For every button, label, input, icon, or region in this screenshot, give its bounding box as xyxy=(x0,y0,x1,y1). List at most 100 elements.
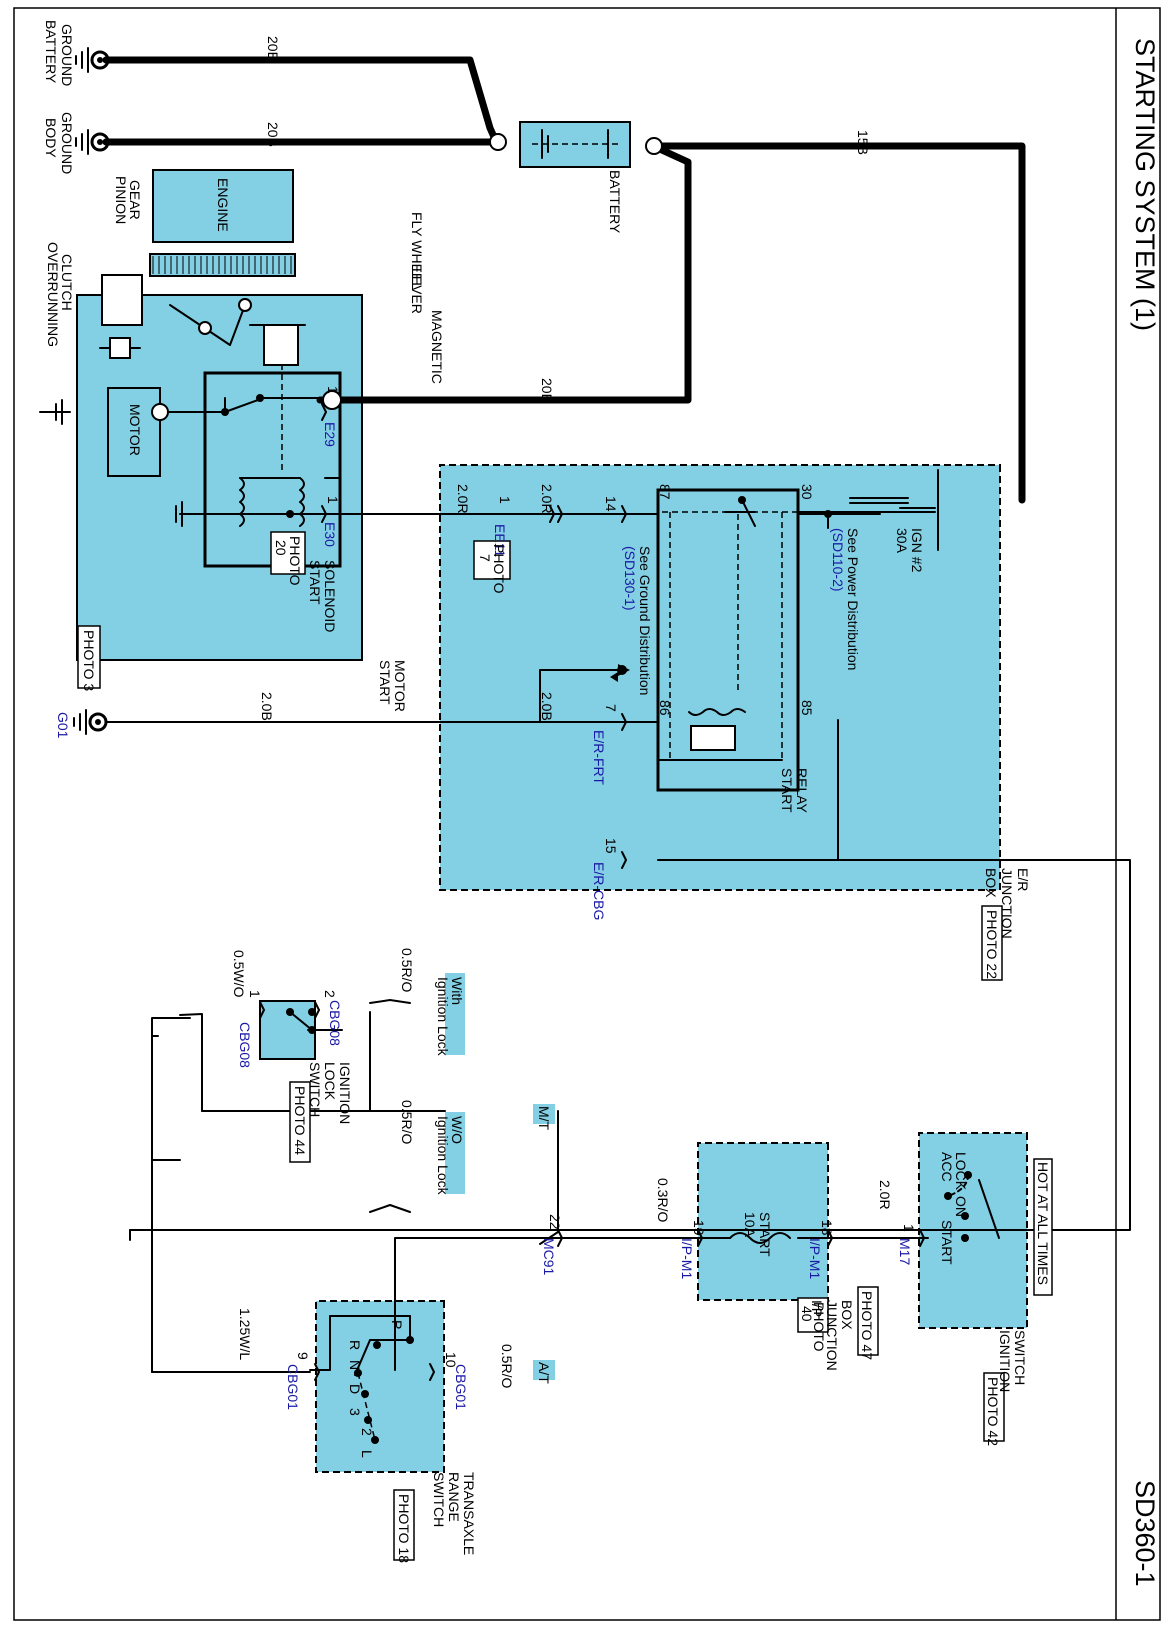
ip-pin-18: 18 xyxy=(819,1220,835,1236)
lock-pin-1: 1 xyxy=(247,990,263,998)
cbg08-a: CBG08 xyxy=(327,1000,343,1046)
wire-125wl: 1.25W/L xyxy=(237,1308,253,1360)
ground-dist-note: See Ground Distribution xyxy=(637,546,653,695)
ee11-photo-2: 7 xyxy=(477,554,493,562)
er-box-photo: PHOTO 22 xyxy=(984,910,1000,979)
ign-pos-on: ON xyxy=(953,1196,969,1217)
ground-symbols xyxy=(39,47,206,735)
battery-ground-label-2: GROUND xyxy=(59,24,75,86)
battery-cables xyxy=(102,56,1026,504)
er-frt-label: E/R-FRT xyxy=(591,730,607,785)
wire-05ro-b: 0.5R/O xyxy=(399,1100,415,1144)
ip-box-label-2: JUNCTION xyxy=(824,1300,840,1371)
er-pin-7: 7 xyxy=(603,704,619,712)
ip-m1-a: I/P-M1 xyxy=(807,1238,823,1279)
option-wo-2: Ignition Lock xyxy=(435,1116,451,1196)
transaxle-label-1: TRANSAXLE xyxy=(461,1472,477,1555)
e30-pin: 1 xyxy=(325,496,341,504)
transaxle-label-2: RANGE xyxy=(446,1472,462,1522)
lock-switch-label-3: SWITCH xyxy=(307,1062,323,1117)
e30-label: E30 xyxy=(322,522,338,547)
power-dist-ref: (SD110-2) xyxy=(830,528,846,592)
relay-pin-86: 86 xyxy=(657,700,673,716)
gear-n: N xyxy=(347,1360,363,1370)
er-pin-15: 15 xyxy=(603,838,619,854)
start-motor-label-2: MOTOR xyxy=(392,660,408,712)
ign2-fuse-amps: 30A xyxy=(894,528,910,554)
overrunning-label-1: OVERRUNNING xyxy=(45,242,61,347)
wire-15b: 15B xyxy=(855,130,871,155)
er-box-label-3: BOX xyxy=(983,868,999,898)
relay-pin-30: 30 xyxy=(799,484,815,500)
ip-m1-b: I/P-M1 xyxy=(679,1238,695,1279)
wire-20b-g01: 2.0B xyxy=(259,692,275,721)
ign-pos-lock: LOCK xyxy=(953,1152,969,1191)
battery-label: BATTERY xyxy=(607,170,623,234)
lock-switch-photo: PHOTO 44 xyxy=(292,1086,308,1155)
transaxle-switch-internals xyxy=(309,1315,414,1444)
wire-03ro: 0.3R/O xyxy=(655,1178,671,1222)
photo-tags xyxy=(77,531,1053,1561)
wire-20b-erfrt: 2.0B xyxy=(539,692,555,721)
er-junction-box xyxy=(439,464,1001,891)
start-solenoid-photo-1: PHOTO xyxy=(287,536,303,586)
flywheel-label: FLY WHEEL xyxy=(409,212,425,290)
ign-pos-acc: ACC xyxy=(939,1152,955,1182)
mc91-pin: 22 xyxy=(547,1214,563,1230)
lock-pin-2: 2 xyxy=(322,990,338,998)
ip-box-label-3: BOX xyxy=(839,1300,855,1330)
option-with-2: Ignition Lock xyxy=(435,977,451,1057)
ip-box-photo-2: 40 xyxy=(799,1306,815,1322)
transaxle-photo: PHOTO 18 xyxy=(396,1494,412,1563)
ignition-switch-label-2: SWITCH xyxy=(1012,1330,1028,1385)
gear-d: D xyxy=(347,1384,363,1394)
wire-20b-batt-gnd: 20B xyxy=(265,36,281,61)
wire-20r-a: 2.0R xyxy=(455,484,471,514)
transaxle-label-3: SWITCH xyxy=(431,1472,447,1527)
wire-20r-ign: 2.0R xyxy=(877,1180,893,1210)
ee11-pin: 1 xyxy=(497,496,513,504)
transaxle-switch-block xyxy=(315,1300,445,1473)
pinion-gear-label-2: GEAR xyxy=(127,180,143,220)
e29-pin: 1 xyxy=(325,386,341,394)
option-wo-1: W/O xyxy=(449,1116,465,1144)
ground-dist-ref: (SD130-1) xyxy=(622,546,638,611)
ignition-switch-photo: PHOTO 42 xyxy=(985,1377,1001,1446)
trans-pin-9: 9 xyxy=(295,1352,311,1360)
thin-wiring xyxy=(105,513,1131,1373)
wire-05ro-a: 0.5R/O xyxy=(399,948,415,992)
gear-3: 3 xyxy=(347,1408,363,1416)
lock-switch-label-1: IGNITION xyxy=(337,1062,353,1124)
start-motor-photo: PHOTO 3 xyxy=(81,630,97,691)
trans-pin-10: 10 xyxy=(443,1352,459,1368)
ee11-photo-1: PHOTO xyxy=(491,544,507,594)
gear-l: L xyxy=(359,1450,375,1458)
cbg01-b: CBG01 xyxy=(285,1364,301,1410)
wire-20b-body-gnd: 20B xyxy=(265,122,281,147)
engine-block: ENGINE xyxy=(149,169,296,277)
e29-label: E29 xyxy=(322,422,338,447)
wire-05wo: 0.5W/O xyxy=(231,950,247,998)
g01-label: G01 xyxy=(55,712,71,739)
gear-2: 2 xyxy=(359,1428,375,1436)
gear-r: R xyxy=(347,1340,363,1350)
wire-05ro-at: 0.5R/O xyxy=(499,1344,515,1388)
start-solenoid-photo-2: 20 xyxy=(273,540,289,556)
option-mt: M/T xyxy=(536,1106,552,1131)
ip-junction-box xyxy=(697,1142,829,1301)
page-title: STARTING SYSTEM (1) xyxy=(1130,38,1160,331)
relay-pin-87: 87 xyxy=(657,484,673,500)
connector-chevrons xyxy=(259,403,925,1381)
option-with-1: With xyxy=(449,977,465,1005)
start-motor-label-1: START xyxy=(377,660,393,705)
ip-pin-19: 19 xyxy=(691,1220,707,1236)
start-motor-internals xyxy=(99,274,341,527)
page-code: SD360-1 xyxy=(1130,1480,1160,1587)
body-ground-label-1: BODY xyxy=(43,118,59,158)
ip-box-photo-1: PHOTO xyxy=(811,1302,827,1352)
gear-p: P xyxy=(389,1320,405,1329)
ee11-label: EE11 xyxy=(492,524,508,557)
labels: BATTERY GROUND BODY GROUND G01 BATTERY P… xyxy=(43,20,1051,1563)
ign2-fuse-label: IGN #2 xyxy=(909,528,925,573)
er-cbg-label: E/R-CBG xyxy=(591,862,607,920)
